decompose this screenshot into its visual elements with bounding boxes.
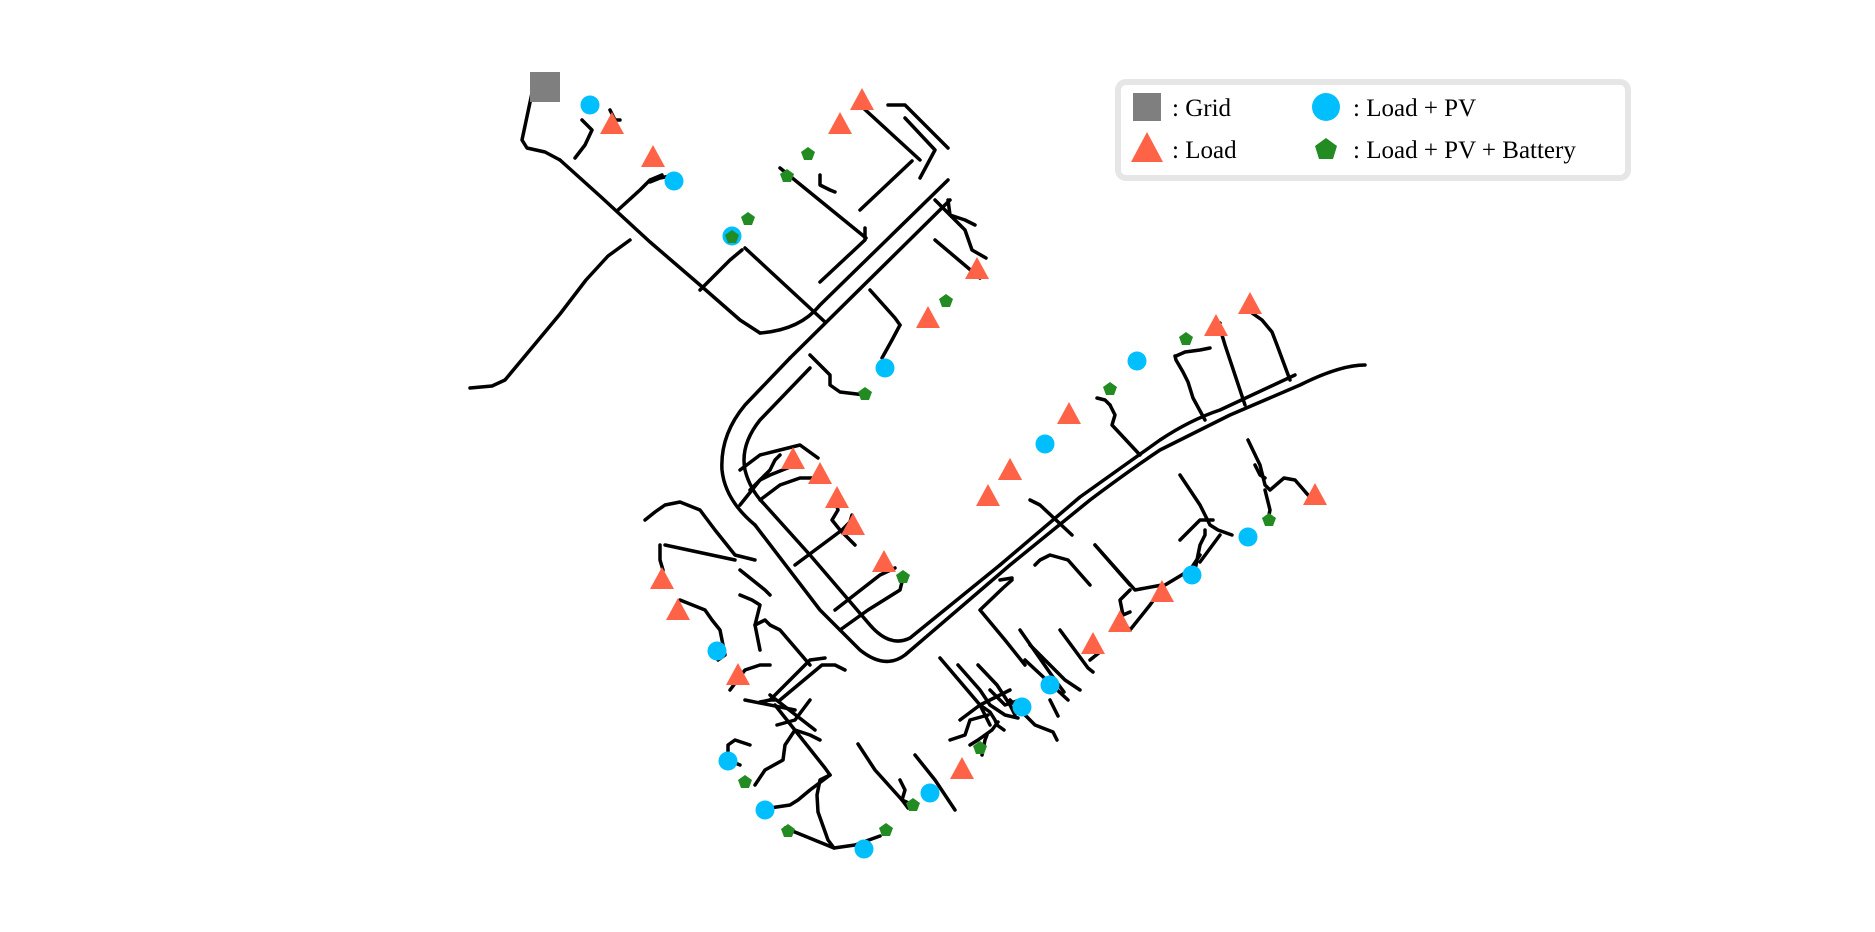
load-node (808, 462, 832, 484)
legend-grid-swatch (1133, 93, 1161, 121)
legend-load-pv-swatch (1312, 93, 1340, 121)
load-pv-node (1035, 434, 1055, 454)
legend-grid-label: : Grid (1172, 95, 1232, 122)
load-markers (600, 88, 1327, 779)
load-node (998, 458, 1022, 480)
load-pv-battery-node (741, 212, 755, 225)
load-pv-battery-node (896, 570, 910, 583)
load-pv-node (1238, 527, 1258, 547)
load-node (872, 550, 896, 572)
load-node (976, 484, 1000, 506)
legend: : Grid : Load + PV : Load : Load + PV + … (1115, 79, 1631, 181)
load-pv-node (854, 839, 874, 859)
legend-load-swatch (1131, 132, 1163, 162)
load-pv-battery-node (973, 741, 987, 754)
load-node (825, 486, 849, 508)
load-node (650, 567, 674, 589)
load-pv-node (920, 783, 940, 803)
load-node (841, 513, 865, 535)
load-node (916, 306, 940, 328)
load-pv-battery-node (725, 230, 739, 243)
grid-node (530, 72, 560, 102)
load-pv-markers (580, 95, 1258, 859)
load-node (641, 145, 665, 167)
load-pv-node (718, 751, 738, 771)
load-node (726, 663, 750, 685)
load-node (666, 598, 690, 620)
load-pv-battery-node (780, 169, 794, 182)
load-pv-node (1127, 351, 1147, 371)
load-node (1204, 314, 1228, 336)
load-pv-node (755, 800, 775, 820)
legend-load-label: : Load (1172, 137, 1237, 164)
legend-load-pv-battery-label: : Load + PV + Battery (1353, 137, 1576, 164)
load-pv-battery-node (879, 823, 893, 836)
load-pv-battery-node (1103, 382, 1117, 395)
load-node (781, 447, 805, 469)
load-pv-node (664, 171, 684, 191)
load-node (965, 257, 989, 279)
load-pv-node (1040, 675, 1060, 695)
load-pv-node (580, 95, 600, 115)
load-pv-battery-node (738, 775, 752, 788)
load-node (1150, 580, 1174, 602)
load-node (1081, 632, 1105, 654)
load-pv-battery-node (781, 824, 795, 837)
load-node (1238, 292, 1262, 314)
load-pv-node (1012, 697, 1032, 717)
network-lines (468, 91, 1367, 850)
legend-load-pv-label: : Load + PV (1353, 95, 1476, 122)
load-pv-battery-node (1262, 513, 1276, 526)
legend-box (1115, 79, 1631, 181)
load-pv-battery-node (906, 798, 920, 811)
load-pv-battery-node (858, 387, 872, 400)
load-pv-battery-markers (725, 147, 1276, 837)
load-pv-battery-node (1179, 332, 1193, 345)
load-pv-node (875, 358, 895, 378)
load-node (1057, 402, 1081, 424)
load-node (600, 112, 624, 134)
load-pv-battery-node (939, 294, 953, 307)
load-pv-battery-node (801, 147, 815, 160)
load-node (828, 112, 852, 134)
load-node (950, 757, 974, 779)
legend-load-pv-battery-swatch (1315, 138, 1337, 159)
load-node (1108, 610, 1132, 632)
load-node (850, 88, 874, 110)
load-node (1303, 483, 1327, 505)
load-pv-node (707, 641, 727, 661)
load-pv-node (1182, 565, 1202, 585)
